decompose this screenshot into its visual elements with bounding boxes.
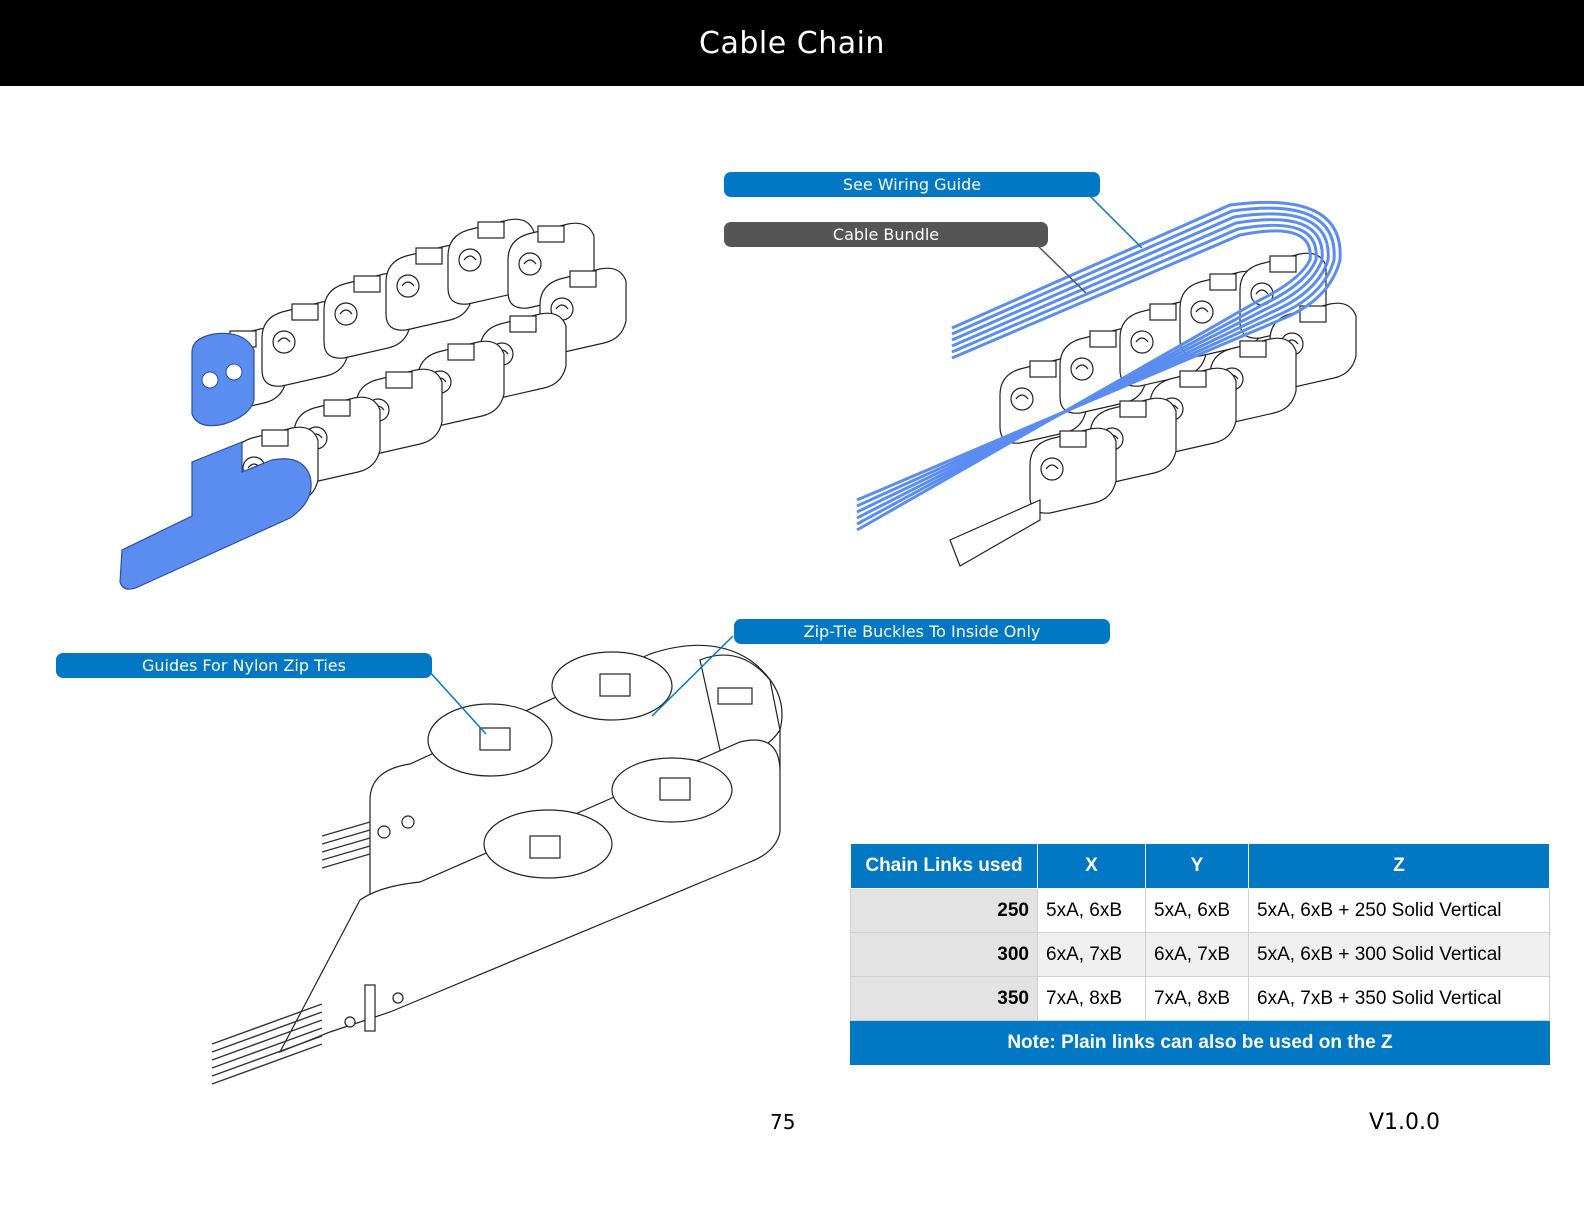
table-row: 350 7xA, 8xB 7xA, 8xB 6xA, 7xB + 350 Sol… xyxy=(850,976,1550,1021)
table-header-row: Chain Links used X Y Z xyxy=(850,843,1550,889)
cable-bundle xyxy=(856,200,1342,532)
cell-y: 7xA, 8xB xyxy=(1145,976,1249,1021)
table-note: Note: Plain links can also be used on th… xyxy=(850,1020,1550,1065)
page-number: 75 xyxy=(770,1110,796,1134)
chain-top-left xyxy=(119,218,627,590)
cell-z: 5xA, 6xB + 300 Solid Vertical xyxy=(1248,932,1550,977)
zip-tie-buckles-leader xyxy=(651,635,734,717)
callout-zip-tie-buckles: Zip-Tie Buckles To Inside Only xyxy=(734,619,1110,644)
cable-bundle-leader xyxy=(1035,243,1087,294)
cell-x: 7xA, 8xB xyxy=(1037,976,1146,1021)
cell-chain-links: 300 xyxy=(850,932,1038,977)
cell-z: 6xA, 7xB + 350 Solid Vertical xyxy=(1248,976,1550,1021)
table-note-row: Note: Plain links can also be used on th… xyxy=(850,1020,1550,1065)
col-header-chain-links: Chain Links used xyxy=(850,843,1038,889)
chain-links-table: Chain Links used X Y Z 250 5xA, 6xB 5xA,… xyxy=(850,843,1550,1065)
cable-ends-bottom xyxy=(211,821,371,1085)
table-row: 250 5xA, 6xB 5xA, 6xB 5xA, 6xB + 250 Sol… xyxy=(850,888,1550,933)
cell-chain-links: 250 xyxy=(850,888,1038,933)
version-label: V1.0.0 xyxy=(1369,1110,1441,1135)
col-header-x: X xyxy=(1037,843,1146,889)
table-row: 300 6xA, 7xB 6xA, 7xB 5xA, 6xB + 300 Sol… xyxy=(850,932,1550,977)
wiring-guide-leader xyxy=(1087,193,1143,249)
zip-tie-guides-leader xyxy=(427,669,487,735)
cell-x: 5xA, 6xB xyxy=(1037,888,1146,933)
cell-x: 6xA, 7xB xyxy=(1037,932,1146,977)
callout-nylon-zip-tie-guides: Guides For Nylon Zip Ties xyxy=(56,653,432,678)
col-header-y: Y xyxy=(1145,843,1249,889)
callout-see-wiring-guide: See Wiring Guide xyxy=(724,172,1100,197)
col-header-z: Z xyxy=(1248,843,1550,889)
callout-cable-bundle: Cable Bundle xyxy=(724,222,1048,247)
chain-top-right xyxy=(856,193,1357,567)
cell-y: 6xA, 7xB xyxy=(1145,932,1249,977)
cell-chain-links: 350 xyxy=(850,976,1038,1021)
cell-z: 5xA, 6xB + 250 Solid Vertical xyxy=(1248,888,1550,933)
end-bracket-top xyxy=(191,332,255,427)
chain-bottom xyxy=(211,635,783,1085)
cell-y: 5xA, 6xB xyxy=(1145,888,1249,933)
page-title: Cable Chain xyxy=(699,25,885,61)
end-bracket-bottom xyxy=(119,441,312,590)
page-header: Cable Chain xyxy=(0,0,1584,86)
